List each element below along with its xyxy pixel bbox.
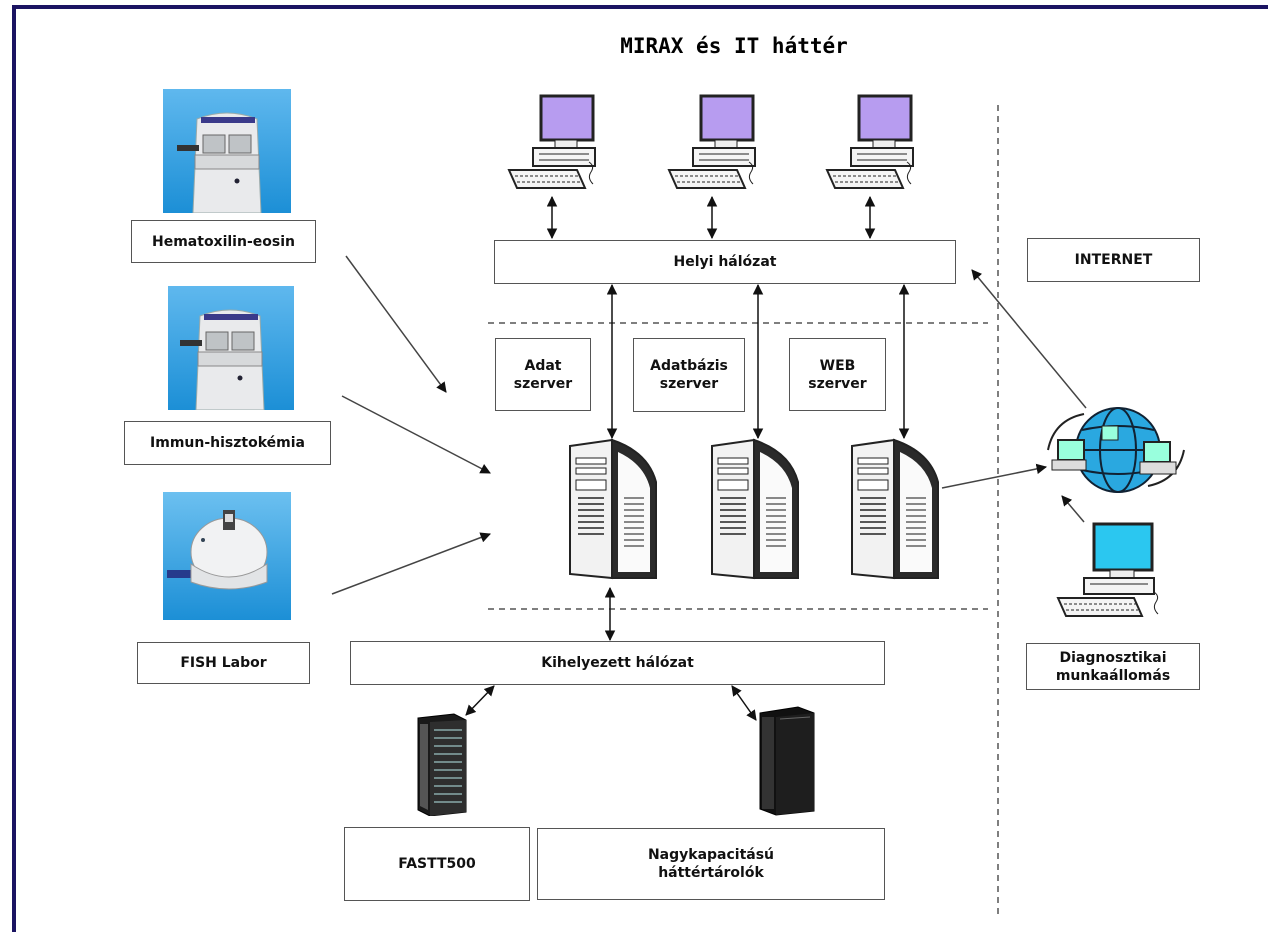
scanner-icon [163,89,291,213]
storage-rack-icon [759,706,815,816]
workstation-icon [667,94,756,189]
server-tower-icon [569,438,657,580]
webserver-internet-arrow [941,463,1048,489]
remote-net-storage-arrow [731,685,757,721]
web-server-label: WEB szerver [789,338,886,411]
server-tower-icon [711,438,799,580]
mass-storage-label: Nagykapacitású háttértárolók [537,828,885,900]
diagram-title: MIRAX és IT háttér [620,34,848,58]
internet-lan-arrow [971,269,1087,409]
internet-box: INTERNET [1027,238,1200,282]
internet-globe-icon [1047,407,1185,493]
scanner-icon [168,286,294,410]
fish-scanner-arrow [331,532,491,595]
workstation-icon [507,94,596,189]
immun-hisztokemia-label: Immun-hisztokémia [124,421,331,465]
server-tower-icon [851,438,939,580]
ihc-scanner-arrow [341,395,491,474]
frame-left-border [12,5,16,932]
hematoxilin-eosin-label: Hematoxilin-eosin [131,220,316,263]
frame-top-border [12,5,1268,9]
remote-network-box: Kihelyezett hálózat [350,641,885,685]
remote-net-fastt-arrow [465,685,495,716]
local-network-box: Helyi hálózat [494,240,956,284]
data-server-label: Adat szerver [495,338,591,411]
fish-labor-label: FISH Labor [137,642,310,684]
diagws-internet-arrow [1061,495,1085,523]
workstation-icon [1056,522,1159,617]
fastt500-label: FASTT500 [344,827,530,901]
he-scanner-arrow [345,255,447,393]
fish-scanner-icon [163,492,291,620]
storage-rack-icon [417,713,467,816]
database-server-label: Adatbázis szerver [633,338,745,412]
workstation-icon [825,94,914,189]
diagnostic-workstation-label: Diagnosztikai munkaállomás [1026,643,1200,690]
